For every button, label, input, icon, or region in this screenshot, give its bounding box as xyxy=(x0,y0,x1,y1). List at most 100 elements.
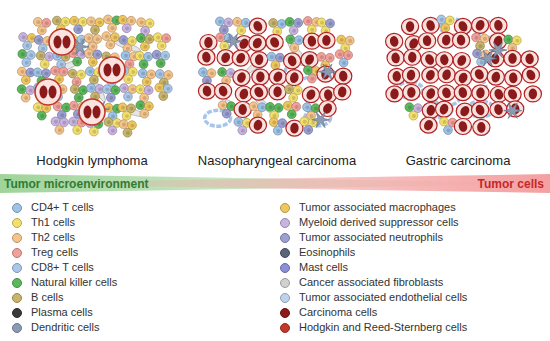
nucleus xyxy=(286,104,290,108)
nucleus xyxy=(126,95,130,99)
lymphocyte xyxy=(19,33,28,42)
legend-text: CD4+ T cells xyxy=(31,200,94,215)
lymphocyte xyxy=(70,85,79,94)
legend-swatch xyxy=(280,263,290,273)
lymphocyte xyxy=(73,126,82,135)
nucleus xyxy=(105,88,109,92)
legend-swatch xyxy=(12,278,22,288)
lymphocyte xyxy=(40,60,49,69)
lymphocyte xyxy=(269,19,278,28)
carcinoma-cell xyxy=(249,35,266,51)
carcinoma-nucleus xyxy=(408,52,417,63)
carcinoma-cell xyxy=(438,67,455,83)
carcinoma-nucleus xyxy=(286,54,297,67)
nucleus xyxy=(127,77,131,81)
nucleus xyxy=(111,26,115,30)
lymphocyte xyxy=(37,26,46,35)
nucleus xyxy=(36,20,40,24)
nucleus xyxy=(124,54,128,58)
nucleus xyxy=(297,21,301,25)
nucleus xyxy=(131,124,135,128)
lymphocyte xyxy=(287,110,296,119)
lymphocyte xyxy=(409,111,418,120)
nucleus xyxy=(440,18,444,22)
carcinoma-nucleus xyxy=(220,51,232,64)
nucleus xyxy=(96,37,100,41)
lymphocyte xyxy=(303,17,312,26)
lymphocyte xyxy=(237,26,246,35)
hrs-cell xyxy=(79,99,105,125)
carcinoma-nucleus xyxy=(493,88,505,101)
nucleus xyxy=(240,29,244,33)
lymphocyte xyxy=(441,24,450,33)
nucleus xyxy=(281,121,285,125)
carcinoma-cell xyxy=(232,50,249,66)
lymphocyte xyxy=(74,93,83,102)
nucleus xyxy=(130,39,134,43)
nucleus xyxy=(114,89,118,93)
carcinoma-nucleus xyxy=(506,88,518,101)
carcinoma-nucleus xyxy=(528,88,537,99)
lymphocyte xyxy=(68,69,77,78)
carcinoma-nucleus xyxy=(273,86,282,97)
carcinoma-nucleus xyxy=(508,53,517,64)
lymphocyte xyxy=(51,117,60,126)
lymphocyte xyxy=(33,68,42,77)
carcinoma-cell xyxy=(521,51,538,67)
nucleus xyxy=(342,61,346,65)
lymphocyte xyxy=(36,51,45,60)
lymphocyte xyxy=(106,40,115,49)
lymphocyte xyxy=(102,85,111,94)
carcinoma-nucleus xyxy=(525,68,537,81)
lymphocyte xyxy=(273,126,282,135)
legend-text: Th2 cells xyxy=(31,230,75,245)
nucleus xyxy=(87,36,91,40)
legend-text: Eosinophils xyxy=(299,245,355,260)
lymphocyte xyxy=(157,41,166,50)
legend-item: Treg cells xyxy=(12,245,78,260)
nucleus xyxy=(310,28,314,32)
carcinoma-nucleus xyxy=(456,54,468,67)
lymphocyte xyxy=(142,77,151,86)
carcinoma-cell xyxy=(436,52,453,68)
dendritic-cell xyxy=(312,112,330,128)
carcinoma-nucleus xyxy=(253,119,264,132)
carcinoma-cell xyxy=(454,119,471,135)
nucleus xyxy=(158,72,162,76)
nucleus xyxy=(276,30,280,34)
carcinoma-cell xyxy=(404,49,421,65)
nucleus xyxy=(159,61,163,65)
carcinoma-nucleus xyxy=(441,68,452,81)
carcinoma-nucleus xyxy=(290,122,299,133)
nucleus xyxy=(408,105,412,109)
nucleus xyxy=(147,89,151,93)
nucleus xyxy=(109,96,113,100)
nucleus xyxy=(167,73,171,77)
dendritic-cell xyxy=(479,51,497,67)
nucleus xyxy=(444,26,448,30)
carcinoma-cell xyxy=(252,69,269,85)
lymphocyte xyxy=(155,83,164,92)
nucleus xyxy=(131,70,135,74)
carcinoma-cell xyxy=(504,86,521,102)
lymphocyte xyxy=(216,33,225,42)
carcinoma-nucleus xyxy=(323,89,333,101)
nucleus xyxy=(73,19,77,23)
lymphocyte xyxy=(88,58,97,67)
nucleus xyxy=(54,69,58,73)
carcinoma-nucleus xyxy=(422,35,432,47)
nucleus xyxy=(125,27,129,31)
lymphocyte xyxy=(17,85,26,94)
nucleus xyxy=(60,63,64,67)
nucleus xyxy=(98,87,102,91)
nucleus xyxy=(218,20,222,24)
hrs-nucleus xyxy=(63,36,71,49)
nucleus xyxy=(320,55,324,59)
legend-item: Eosinophils xyxy=(280,245,355,260)
hrs-cell xyxy=(99,57,125,83)
carcinoma-cell xyxy=(422,67,439,83)
lymphocyte xyxy=(289,93,298,102)
nucleus xyxy=(122,123,126,127)
carcinoma-cell xyxy=(286,70,303,86)
nucleus xyxy=(280,22,284,26)
